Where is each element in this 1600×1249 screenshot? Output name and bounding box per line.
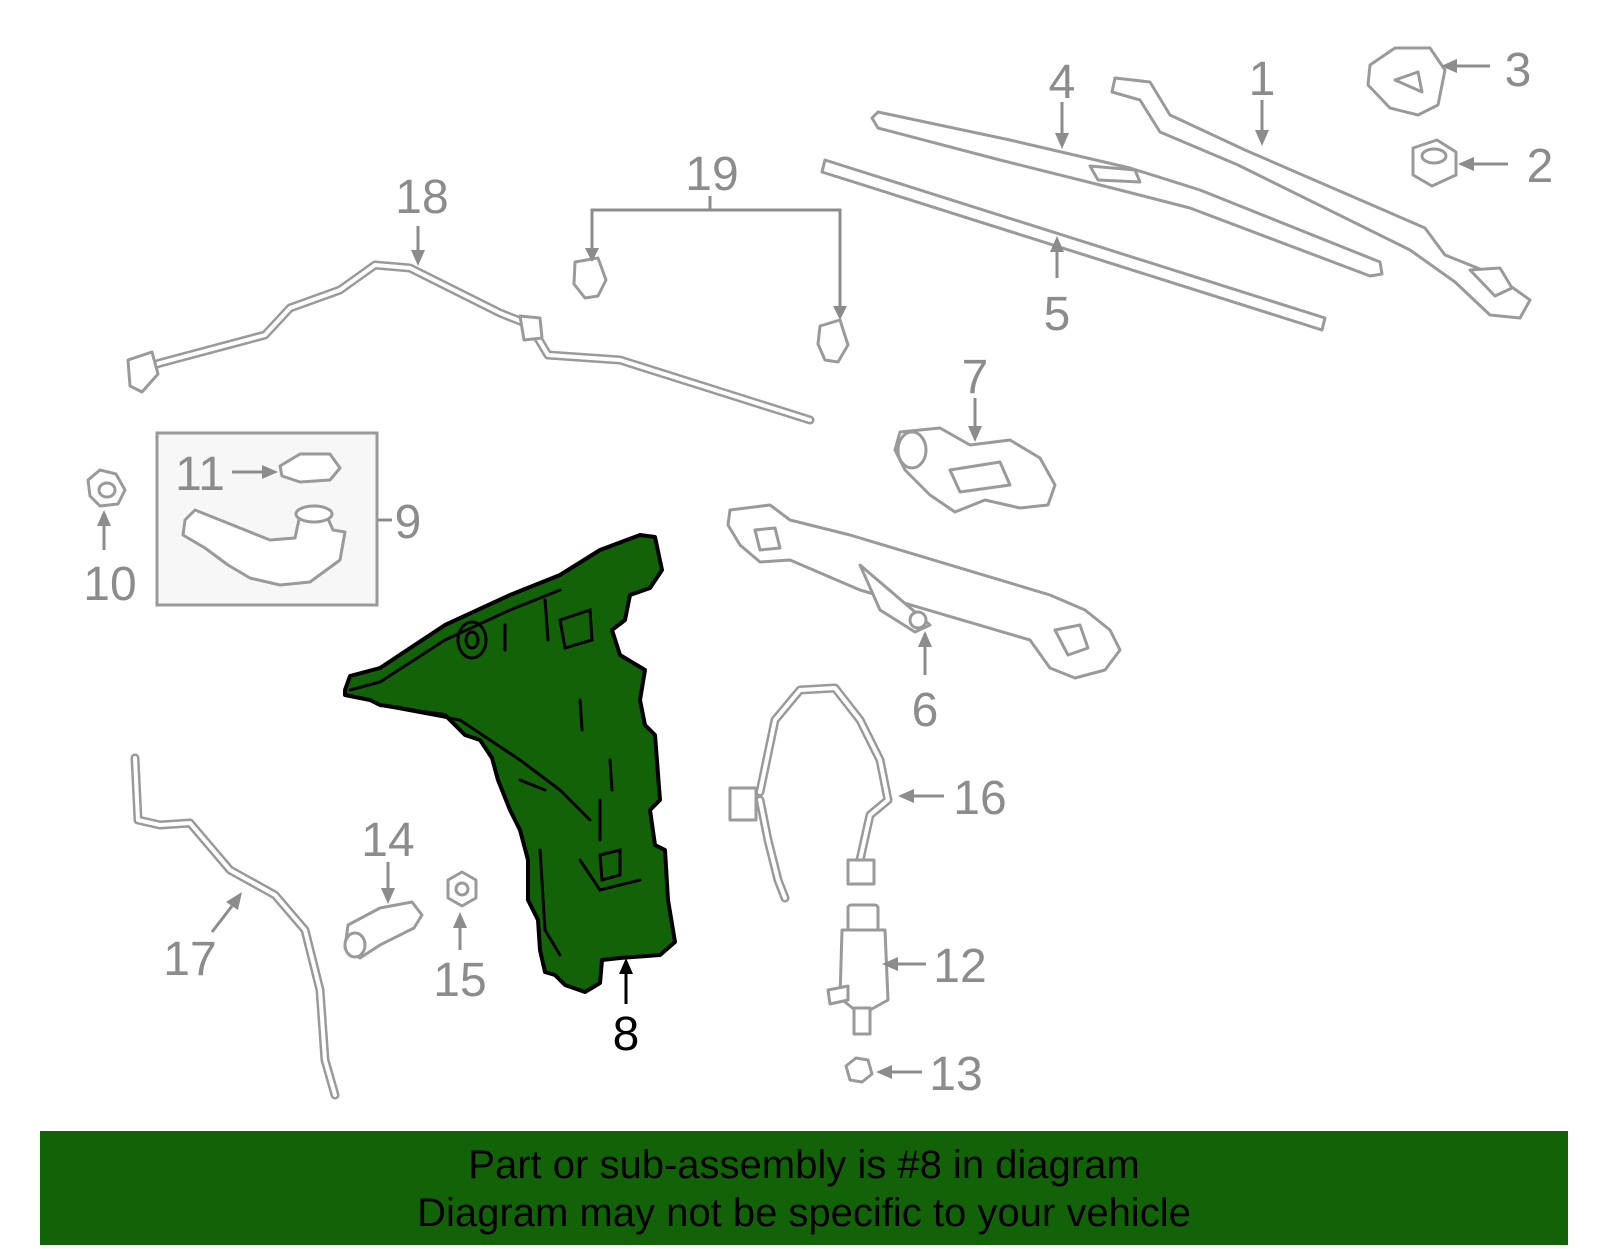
part-18-washer-hose[interactable] [126, 260, 815, 425]
callout-15: 15 [433, 954, 486, 1007]
callout-3: 3 [1505, 44, 1532, 97]
callout-4: 4 [1049, 56, 1076, 109]
callout-8: 8 [613, 1008, 640, 1061]
banner-line-2: Diagram may not be specific to your vehi… [417, 1191, 1191, 1235]
banner-line-1: Part or sub-assembly is #8 in diagram [468, 1143, 1140, 1187]
callout-5: 5 [1044, 288, 1071, 341]
part-9-filler-neck[interactable] [181, 504, 347, 587]
part-19-washer-nozzles[interactable] [572, 256, 850, 364]
part-2-nut[interactable] [1411, 138, 1458, 188]
callout-2: 2 [1527, 140, 1554, 193]
part-13-pump-seal[interactable] [844, 1056, 874, 1084]
part-16-wiring-harness[interactable] [728, 683, 893, 903]
part-1-wiper-arm[interactable] [1110, 76, 1532, 320]
part-5-blade-refill[interactable] [820, 158, 1327, 332]
callout-13: 13 [929, 1048, 982, 1101]
callout-14: 14 [361, 814, 414, 867]
callout-10: 10 [83, 558, 136, 611]
part-12-washer-pump[interactable] [826, 903, 890, 1036]
callout-9: 9 [395, 496, 422, 549]
callout-11: 11 [175, 448, 225, 501]
callout-18: 18 [395, 171, 448, 224]
part-3-cap[interactable] [1366, 46, 1447, 117]
part-14-level-sensor[interactable] [343, 900, 424, 960]
part-7-wiper-motor[interactable] [893, 426, 1057, 514]
part-11-filler-cap[interactable] [278, 452, 342, 484]
part-6-wiper-linkage[interactable] [726, 503, 1122, 680]
callout-17: 17 [163, 933, 216, 986]
part-10-grommet[interactable] [86, 468, 127, 508]
callout-16: 16 [953, 772, 1006, 825]
callout-labels: 1 2 3 4 5 6 7 8 9 10 11 12 13 14 15 16 1… [83, 44, 1553, 1101]
part-15-grommet[interactable] [446, 870, 478, 908]
part-8-washer-reservoir[interactable] [343, 533, 677, 994]
info-banner: Part or sub-assembly is #8 in diagram Di… [40, 1131, 1568, 1245]
part-17-washer-hose[interactable] [130, 753, 340, 1100]
part-4-wiper-blade[interactable] [870, 110, 1384, 278]
callout-1: 1 [1249, 53, 1276, 106]
callout-12: 12 [933, 940, 986, 993]
callout-6: 6 [912, 684, 939, 737]
callout-19: 19 [685, 148, 738, 201]
callout-7: 7 [962, 351, 989, 404]
leader-lines [97, 59, 1508, 1079]
